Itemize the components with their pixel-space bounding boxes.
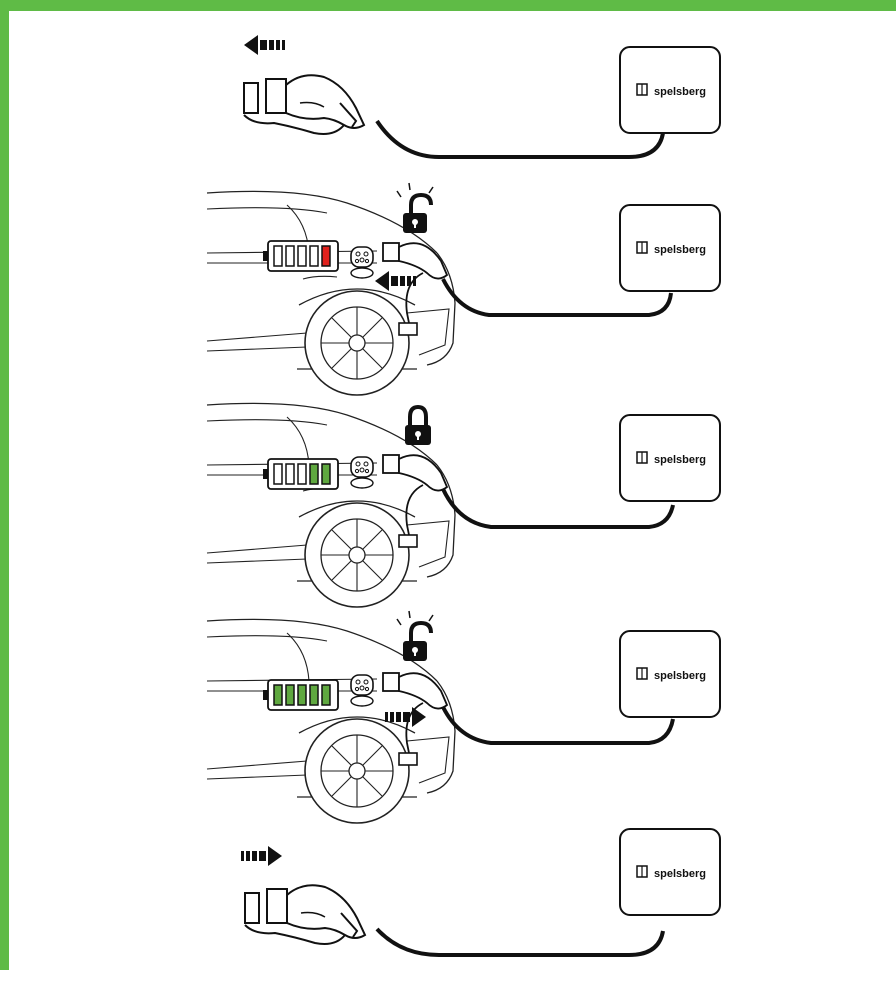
charging-cable <box>375 119 665 159</box>
brand-label: spelsberg <box>654 868 706 880</box>
charging-socket-icon <box>350 456 374 489</box>
charging-cable <box>375 927 665 957</box>
unlocked-lock-icon <box>395 181 435 235</box>
hand-plug-icon <box>243 74 365 135</box>
brand-label: spelsberg <box>654 670 706 682</box>
battery-indicator <box>263 679 339 711</box>
step-5-plug-inserted: spelsberg <box>241 828 721 957</box>
wallbox: spelsberg <box>619 828 721 916</box>
brand-label: spelsberg <box>654 454 706 466</box>
arrow-right-icon <box>241 846 282 866</box>
brand-label: spelsberg <box>654 86 706 98</box>
step-1-plug-removed: spelsberg <box>243 35 721 159</box>
wallbox: spelsberg <box>619 204 721 292</box>
charging-cable <box>441 488 675 529</box>
arrow-left-icon <box>244 35 285 55</box>
locked-lock-icon <box>403 405 433 447</box>
wallbox: spelsberg <box>619 46 721 134</box>
charging-socket-icon <box>350 674 374 707</box>
arrow-right-icon <box>385 707 426 727</box>
battery-indicator <box>263 458 339 490</box>
step-2-plug-unlocking: spelsberg <box>206 181 721 396</box>
wallbox: spelsberg <box>619 414 721 502</box>
step-4-plug-connecting: spelsberg <box>206 609 721 824</box>
wallbox: spelsberg <box>619 630 721 718</box>
charging-cable <box>441 278 673 317</box>
brand-label: spelsberg <box>654 244 706 256</box>
hand-plug-icon <box>244 884 366 945</box>
unlocked-lock-icon <box>395 609 435 663</box>
charging-cable <box>441 706 675 745</box>
charging-steps-diagram: spelsberg spelsberg <box>206 35 721 957</box>
charging-socket-icon <box>350 246 374 279</box>
battery-indicator <box>263 240 339 272</box>
step-3-charging-locked: spelsberg <box>206 402 721 608</box>
